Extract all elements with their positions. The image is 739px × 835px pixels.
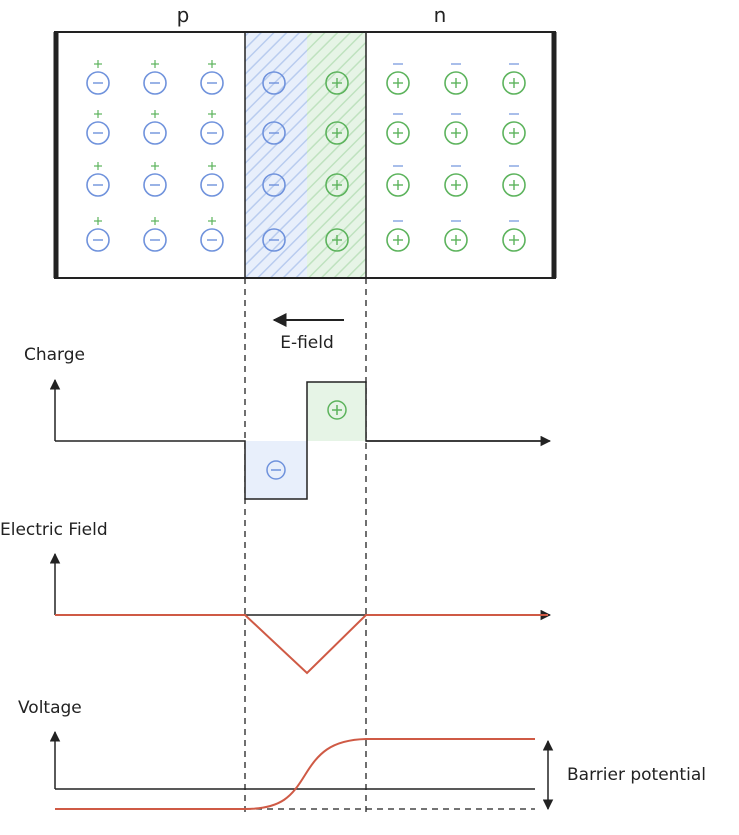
field-curve <box>55 614 548 675</box>
voltage-curve <box>55 738 535 810</box>
depleted-donor-icon <box>325 228 349 252</box>
acceptor-ion-icon <box>86 71 110 95</box>
hole-plus-mark <box>94 217 102 225</box>
acceptor-ion-icon <box>86 173 110 197</box>
voltage-axis-label: Voltage <box>18 698 82 718</box>
hole-plus-mark <box>208 60 216 68</box>
hole-plus-mark <box>208 110 216 118</box>
hole-plus-mark <box>94 60 102 68</box>
depleted-acceptor-icon <box>262 121 286 145</box>
ion-grid <box>86 60 526 252</box>
depletion-zone-negative <box>245 32 307 278</box>
donor-ion-icon <box>386 228 410 252</box>
donor-ion-icon <box>502 121 526 145</box>
donor-ion-icon <box>502 173 526 197</box>
depleted-donor-icon <box>325 121 349 145</box>
acceptor-ion-icon <box>200 173 224 197</box>
acceptor-ion-icon <box>143 121 167 145</box>
donor-ion-icon <box>444 121 468 145</box>
efield-label: E-field <box>280 333 334 353</box>
voltage-plot: Voltage Barrier potential <box>18 698 706 811</box>
hole-plus-mark <box>151 110 159 118</box>
depleted-acceptor-icon <box>262 228 286 252</box>
minus-charge-icon <box>266 460 286 480</box>
charge-plot: Charge <box>24 345 552 500</box>
donor-ion-icon <box>444 228 468 252</box>
depleted-donor-icon <box>325 173 349 197</box>
acceptor-ion-icon <box>86 121 110 145</box>
donor-ion-icon <box>502 228 526 252</box>
field-axis-label: Electric Field <box>0 520 108 540</box>
hole-plus-mark <box>208 217 216 225</box>
donor-ion-icon <box>502 71 526 95</box>
acceptor-ion-icon <box>200 71 224 95</box>
acceptor-ion-icon <box>143 173 167 197</box>
depleted-acceptor-icon <box>262 71 286 95</box>
acceptor-ion-icon <box>143 71 167 95</box>
acceptor-ion-icon <box>86 228 110 252</box>
hole-plus-mark <box>151 217 159 225</box>
hole-plus-mark <box>151 60 159 68</box>
depleted-acceptor-icon <box>262 173 286 197</box>
acceptor-ion-icon <box>143 228 167 252</box>
acceptor-ion-icon <box>200 228 224 252</box>
plus-charge-icon <box>327 400 347 420</box>
depleted-donor-icon <box>325 71 349 95</box>
hole-plus-mark <box>94 162 102 170</box>
electric-field-plot: Electric Field <box>0 520 552 675</box>
semiconductor-block <box>53 31 557 279</box>
hole-plus-mark <box>94 110 102 118</box>
donor-ion-icon <box>444 173 468 197</box>
p-region-label: p <box>177 3 190 27</box>
barrier-label: Barrier potential <box>567 765 706 785</box>
hole-plus-mark <box>208 162 216 170</box>
hole-plus-mark <box>151 162 159 170</box>
acceptor-ion-icon <box>200 121 224 145</box>
charge-axis-label: Charge <box>24 345 85 365</box>
donor-ion-icon <box>386 173 410 197</box>
donor-ion-icon <box>386 71 410 95</box>
n-region-label: n <box>434 3 447 27</box>
donor-ion-icon <box>444 71 468 95</box>
donor-ion-icon <box>386 121 410 145</box>
